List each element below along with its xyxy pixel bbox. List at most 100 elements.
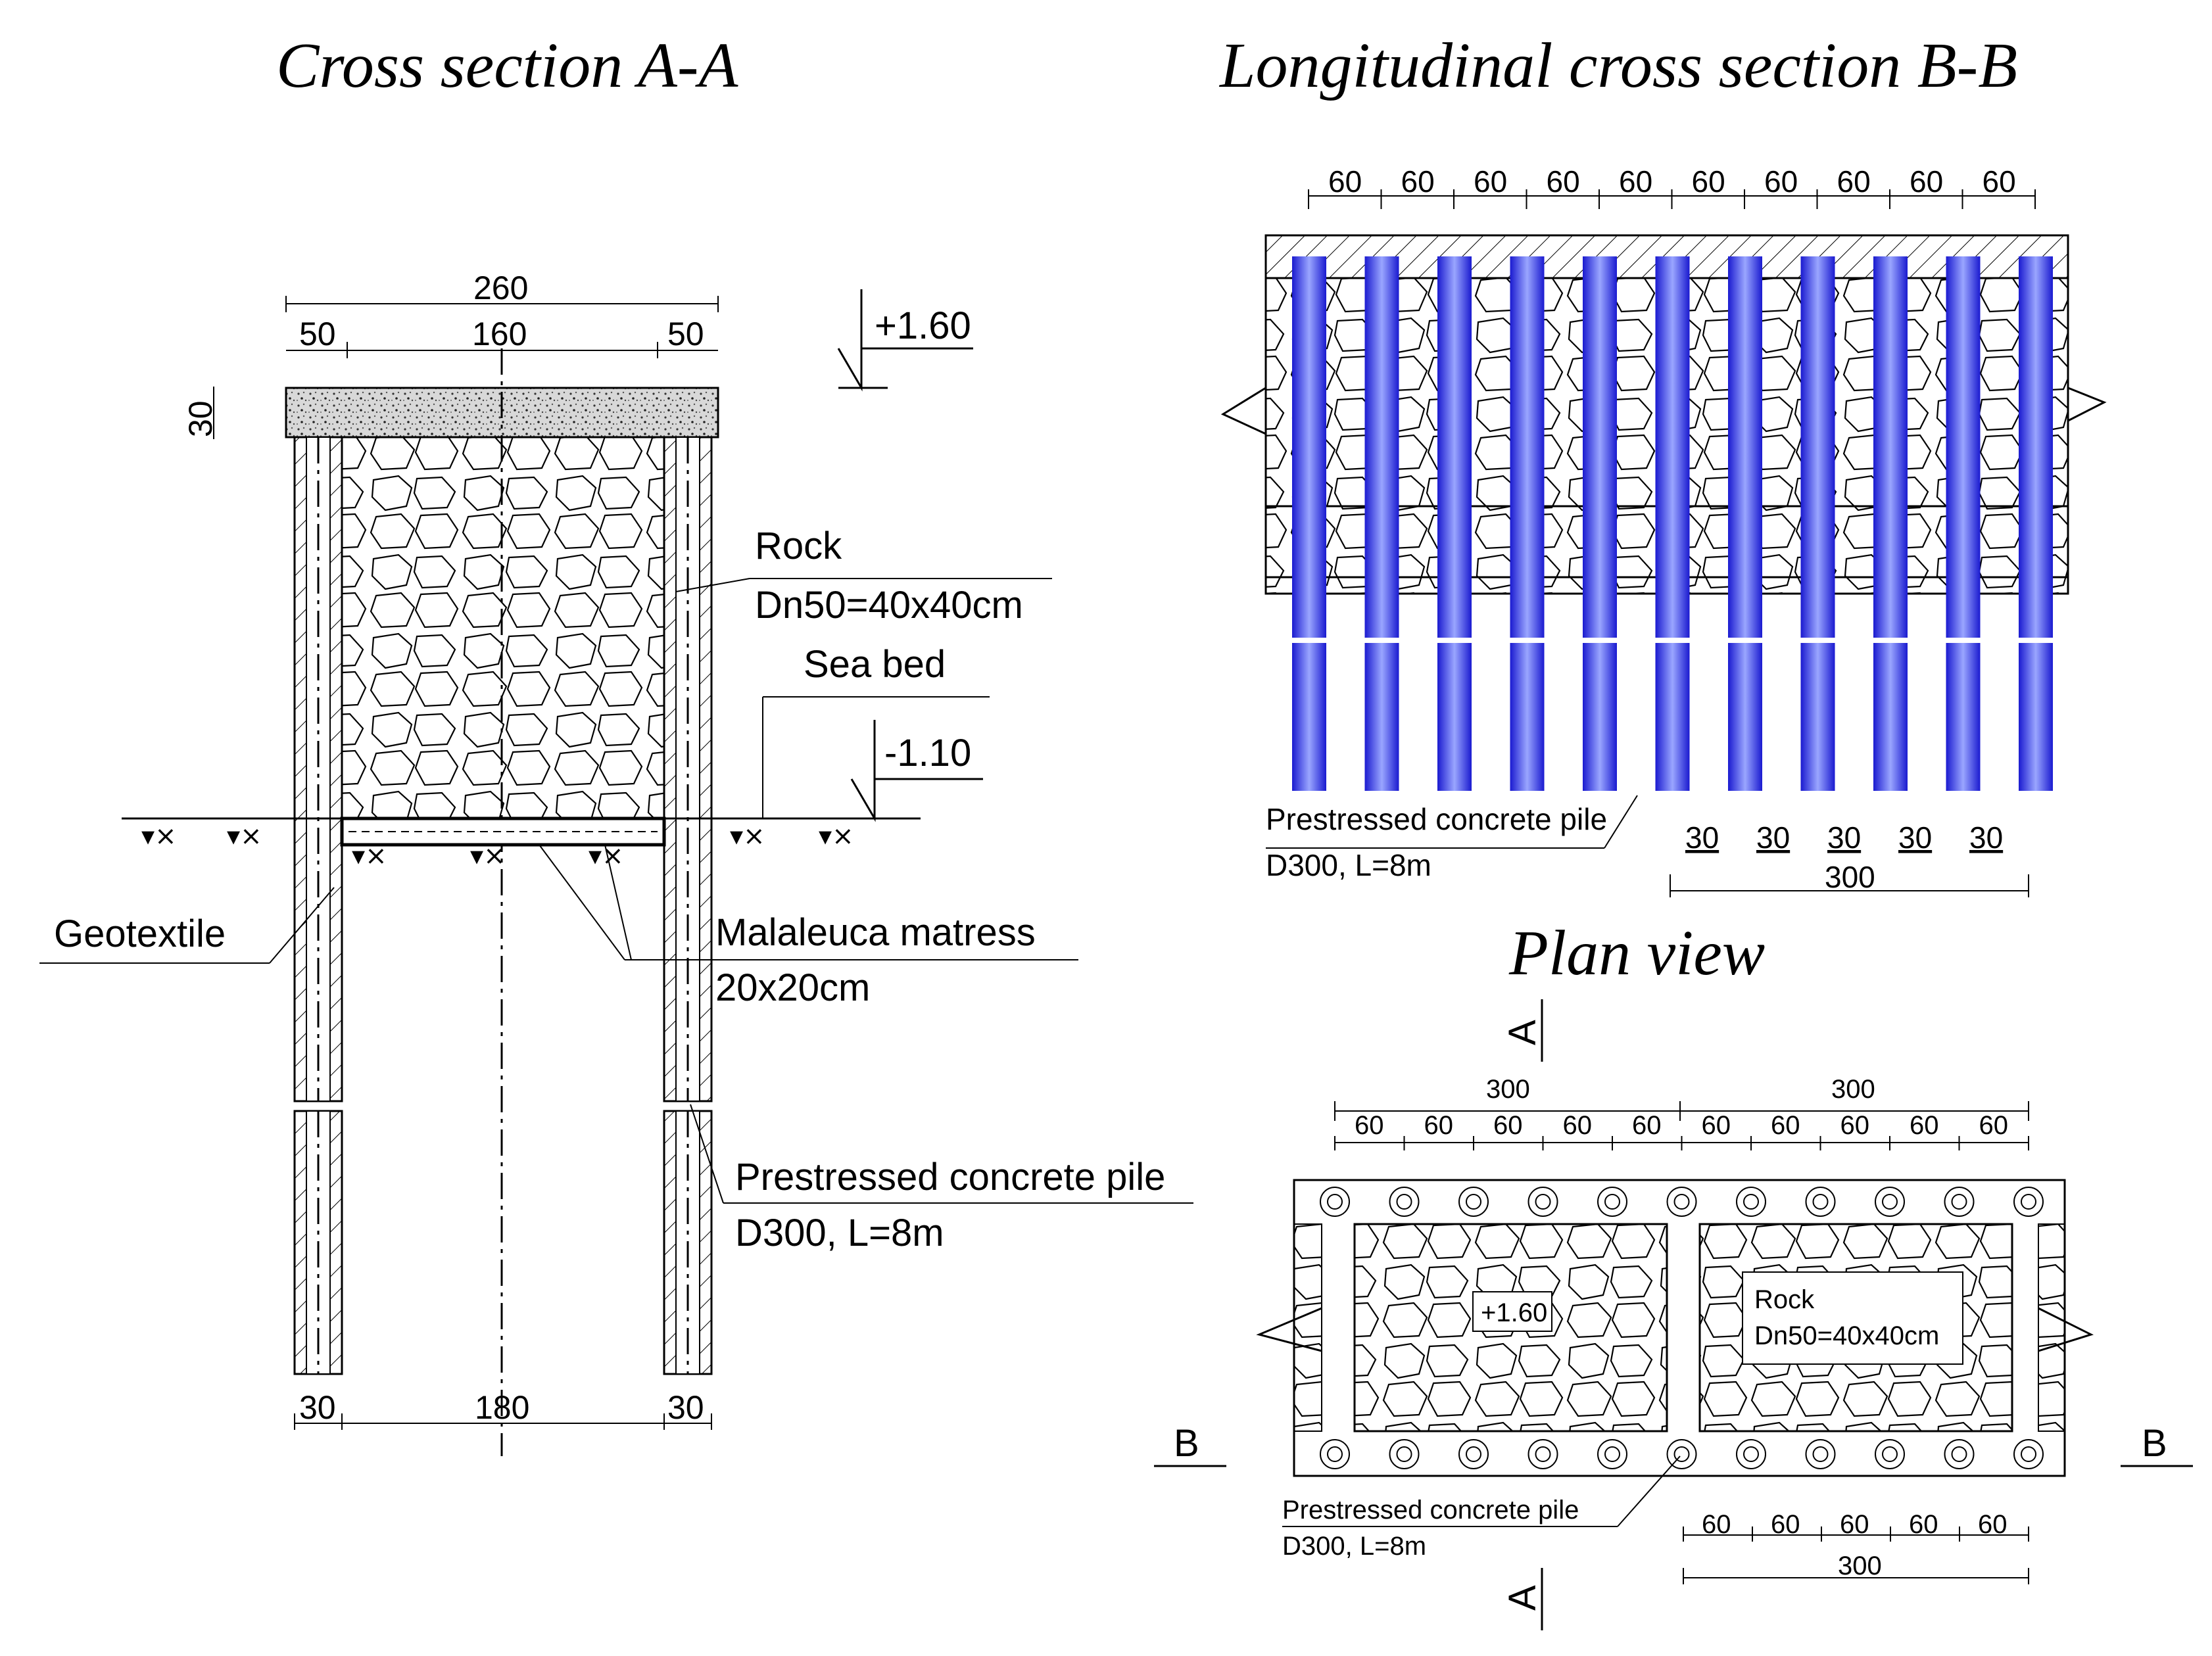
longitudinal-pile-upper bbox=[1510, 256, 1545, 638]
longitudinal-pile-upper bbox=[1800, 256, 1835, 638]
cross-section-title: Cross section A-A bbox=[276, 30, 738, 101]
plan-pile-circle bbox=[1875, 1439, 1905, 1469]
plan-spacing-label: 60 bbox=[1424, 1111, 1454, 1140]
longitudinal-dim-total: 300 bbox=[1825, 860, 1875, 894]
plan-pile-circle bbox=[1527, 1187, 1558, 1217]
mattress-size-label: 20x20cm bbox=[715, 966, 870, 1009]
dim-bottom-middle: 180 bbox=[475, 1389, 529, 1426]
longitudinal-pile-upper bbox=[1655, 256, 1690, 638]
plan-level-label: +1.60 bbox=[1481, 1298, 1547, 1327]
plan-pile-circle bbox=[1527, 1439, 1558, 1469]
longitudinal-pile-upper bbox=[1292, 256, 1326, 638]
section-mark-a-top: A bbox=[1501, 1020, 1544, 1045]
rock-label: Rock bbox=[755, 525, 842, 567]
plan-pile-circle bbox=[1458, 1187, 1489, 1217]
dim-middle: 160 bbox=[472, 316, 527, 352]
longitudinal-pile-upper bbox=[2019, 256, 2053, 638]
longitudinal-spacing-label: 60 bbox=[1619, 164, 1652, 199]
longitudinal-spacing-label: 60 bbox=[1910, 164, 1943, 199]
longitudinal-pile-upper bbox=[1364, 256, 1399, 638]
longitudinal-spacing-label: 60 bbox=[1474, 164, 1507, 199]
plan-rock-size-label: Dn50=40x40cm bbox=[1754, 1321, 1939, 1350]
svg-text:▾⨯: ▾⨯ bbox=[819, 822, 854, 851]
plan-spacing-label: 60 bbox=[1355, 1111, 1384, 1140]
section-mark-b-right: B bbox=[2142, 1422, 2167, 1465]
dim-left: 50 bbox=[299, 316, 336, 352]
pile-label: Prestressed concrete pile bbox=[735, 1156, 1165, 1198]
svg-text:▾⨯: ▾⨯ bbox=[589, 841, 624, 870]
longitudinal-pile-upper bbox=[1873, 256, 1908, 638]
dim-cap-height: 30 bbox=[182, 400, 219, 437]
plan-bottom-spacing-label: 60 bbox=[1978, 1510, 2008, 1539]
plan-pile-circle bbox=[1944, 1439, 1975, 1469]
longitudinal-pile-upper bbox=[1946, 256, 1981, 638]
pile-diameter-label: 30 bbox=[1827, 820, 1861, 855]
plan-spacing-label: 60 bbox=[1563, 1111, 1593, 1140]
plan-rock-label: Rock bbox=[1754, 1285, 1815, 1314]
plan-pile-circle bbox=[1320, 1439, 1350, 1469]
plan-pile-circle bbox=[1458, 1439, 1489, 1469]
longitudinal-spacing-label: 60 bbox=[1547, 164, 1580, 199]
level-seabed-label: -1.10 bbox=[884, 732, 971, 774]
svg-text:▾⨯: ▾⨯ bbox=[730, 822, 765, 851]
longitudinal-pile-lower bbox=[2019, 643, 2053, 791]
plan-spacing-label: 60 bbox=[1771, 1111, 1800, 1140]
svg-text:▾⨯: ▾⨯ bbox=[141, 822, 177, 851]
longitudinal-pile-upper bbox=[1728, 256, 1762, 638]
plan-spacing-label: 60 bbox=[1910, 1111, 1939, 1140]
mattress-label: Malaleuca matress bbox=[715, 911, 1036, 954]
longitudinal-pile-upper bbox=[1437, 256, 1472, 638]
plan-pile-circle bbox=[2013, 1187, 2044, 1217]
svg-text:▾⨯: ▾⨯ bbox=[227, 822, 262, 851]
pile-diameter-label: 30 bbox=[1685, 820, 1719, 855]
plan-bottom-spacing-label: 60 bbox=[1909, 1510, 1938, 1539]
longitudinal-spacing-label: 60 bbox=[1764, 164, 1798, 199]
level-top-label: +1.60 bbox=[875, 304, 971, 347]
dim-total-width: 260 bbox=[473, 270, 528, 306]
pile-size-label: D300, L=8m bbox=[735, 1212, 944, 1254]
longitudinal-pile-lower bbox=[1946, 643, 1981, 791]
rock-fill bbox=[341, 437, 665, 819]
longitudinal-pile-lower bbox=[1873, 643, 1908, 791]
section-mark-b-left: B bbox=[1174, 1422, 1199, 1465]
longitudinal-spacing-label: 60 bbox=[1983, 164, 2016, 199]
longitudinal-spacing-label: 60 bbox=[1328, 164, 1362, 199]
longitudinal-pile-lower bbox=[1364, 643, 1399, 791]
pile-diameter-label: 30 bbox=[1756, 820, 1790, 855]
cross-section-a-a: 260 50 160 50 30 ▾ bbox=[39, 270, 1193, 1456]
dim-bottom-left: 30 bbox=[299, 1389, 336, 1426]
longitudinal-pile-lower bbox=[1655, 643, 1690, 791]
plan-pile-circle bbox=[1805, 1439, 1836, 1469]
plan-pile-circle bbox=[1389, 1187, 1420, 1217]
plan-pile-circle bbox=[2013, 1439, 2044, 1469]
longitudinal-pile-lower bbox=[1728, 643, 1762, 791]
plan-pile-circle bbox=[1666, 1187, 1697, 1217]
svg-text:▾⨯: ▾⨯ bbox=[470, 841, 506, 870]
plan-view-title: Plan view bbox=[1508, 918, 1765, 989]
dim-bottom-right: 30 bbox=[667, 1389, 704, 1426]
plan-spacing-label: 60 bbox=[1632, 1111, 1662, 1140]
plan-dim-half-right: 300 bbox=[1831, 1075, 1875, 1104]
plan-bottom-spacing-label: 60 bbox=[1840, 1510, 1869, 1539]
plan-pile-circle bbox=[1320, 1187, 1350, 1217]
plan-dim-half-left: 300 bbox=[1486, 1075, 1530, 1104]
plan-pile-circle bbox=[1666, 1439, 1697, 1469]
longitudinal-pile-label: Prestressed concrete pile bbox=[1266, 802, 1607, 836]
longitudinal-pile-lower bbox=[1510, 643, 1545, 791]
plan-pile-size-label: D300, L=8m bbox=[1282, 1532, 1426, 1561]
longitudinal-piles bbox=[1292, 256, 2053, 791]
longitudinal-pile-size-label: D300, L=8m bbox=[1266, 848, 1431, 882]
plan-spacing-label: 60 bbox=[1979, 1111, 2009, 1140]
plan-pile-circle bbox=[1389, 1439, 1420, 1469]
longitudinal-pile-lower bbox=[1583, 643, 1617, 791]
plan-spacing-label: 60 bbox=[1840, 1111, 1870, 1140]
svg-text:▾⨯: ▾⨯ bbox=[352, 841, 387, 870]
plan-pile-circle bbox=[1875, 1187, 1905, 1217]
